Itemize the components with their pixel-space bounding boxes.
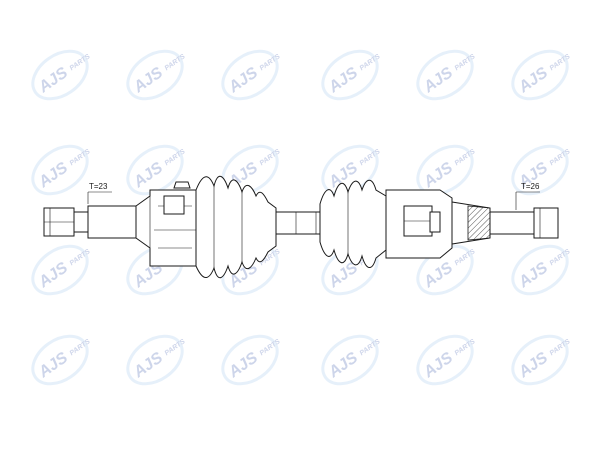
svg-text:AJS: AJS <box>420 259 456 292</box>
svg-text:AJS: AJS <box>420 159 456 192</box>
svg-text:AJS: AJS <box>420 64 456 97</box>
right-cv-joint <box>385 189 491 259</box>
left-stub-shaft <box>43 205 137 239</box>
svg-text:AJS: AJS <box>225 64 261 97</box>
svg-text:AJS: AJS <box>130 159 166 192</box>
right-boot <box>319 179 387 268</box>
svg-text:AJS: AJS <box>515 64 551 97</box>
svg-text:AJS: AJS <box>515 259 551 292</box>
svg-text:AJS: AJS <box>130 64 166 97</box>
left-spline-label: T=23 <box>89 182 108 191</box>
svg-text:AJS: AJS <box>325 349 361 382</box>
svg-text:AJS: AJS <box>35 259 71 292</box>
left-spline-annotation: T=23 <box>87 182 112 204</box>
svg-text:AJS: AJS <box>515 349 551 382</box>
svg-text:AJS: AJS <box>325 64 361 97</box>
svg-text:AJS: AJS <box>35 349 71 382</box>
svg-text:AJS: AJS <box>35 159 71 192</box>
svg-text:AJS: AJS <box>225 349 261 382</box>
svg-text:AJS: AJS <box>420 349 456 382</box>
right-spline-label: T=26 <box>521 182 540 191</box>
svg-text:AJS: AJS <box>130 349 166 382</box>
right-stub-shaft <box>489 207 559 239</box>
svg-text:AJS: AJS <box>35 64 71 97</box>
right-spline-annotation: T=26 <box>515 182 540 210</box>
left-boot <box>195 175 277 279</box>
